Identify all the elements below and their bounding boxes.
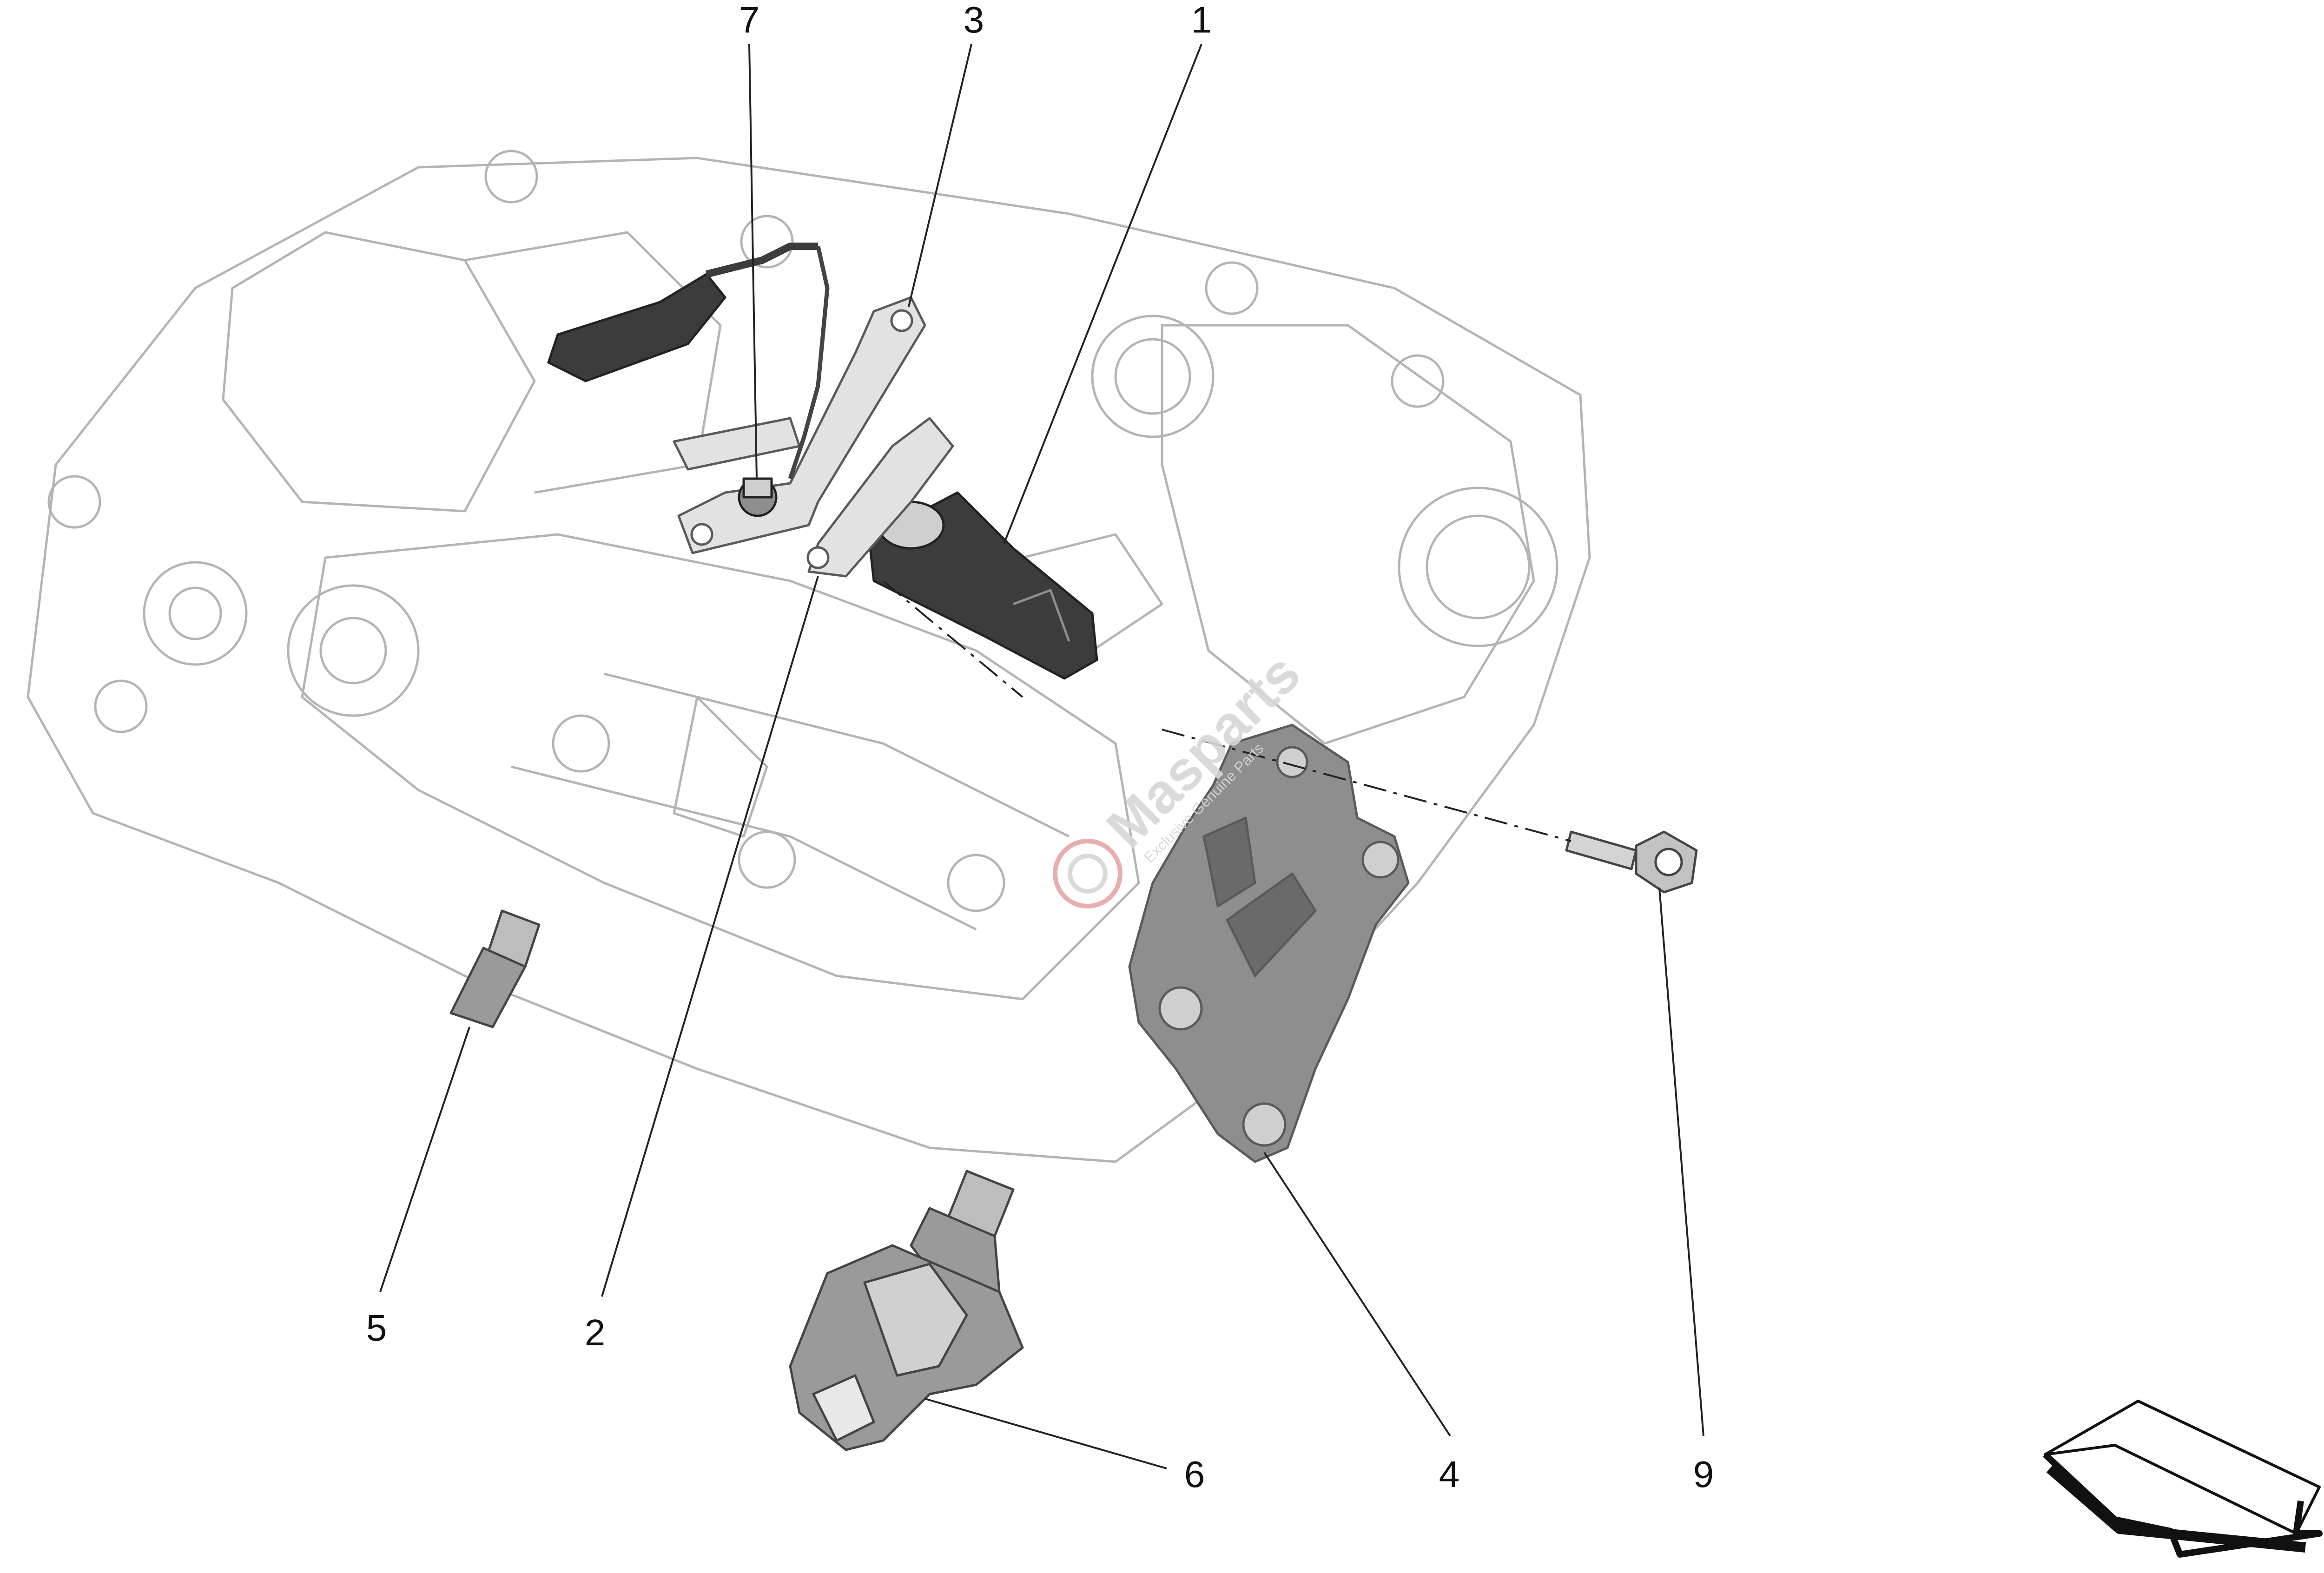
assembly-axis-line <box>882 580 1023 698</box>
leader-line-2 <box>601 576 819 1297</box>
part-9-flange-bolt <box>1565 830 1698 894</box>
part-6-pressure-sensor <box>789 1170 1024 1451</box>
gearbox-housing <box>26 150 1591 1163</box>
leader-line-1 <box>1003 44 1202 544</box>
callout-5: 5 <box>366 1307 387 1349</box>
part-2-plate <box>806 417 954 578</box>
assembly-axis-line <box>1162 729 1571 842</box>
leader-line-3 <box>908 44 972 307</box>
callout-6: 6 <box>1184 1454 1205 1495</box>
watermark-logo-icon <box>1053 839 1122 908</box>
leader-line-4 <box>1263 1152 1451 1437</box>
leader-line-6 <box>924 1398 1167 1469</box>
direction-arrow-icon <box>2043 1400 2323 1558</box>
part-7-bolt-and-harness <box>547 243 830 517</box>
leader-line-5 <box>379 1027 470 1292</box>
callout-1: 1 <box>1191 0 1212 40</box>
part-4-valve-cover <box>1128 724 1410 1163</box>
part-1-solenoid-valve <box>868 491 1098 680</box>
callout-9: 9 <box>1693 1454 1714 1495</box>
leader-line-9 <box>1658 887 1704 1436</box>
callout-2: 2 <box>585 1312 606 1353</box>
callout-4: 4 <box>1439 1454 1460 1495</box>
leader-lines <box>379 44 1704 1469</box>
callouts: 7 3 1 5 2 6 4 9 <box>366 0 1714 1495</box>
callout-7: 7 <box>739 0 760 40</box>
leader-line-7 <box>748 44 758 479</box>
callout-3: 3 <box>964 0 984 40</box>
part-5-sensor <box>449 909 541 1028</box>
